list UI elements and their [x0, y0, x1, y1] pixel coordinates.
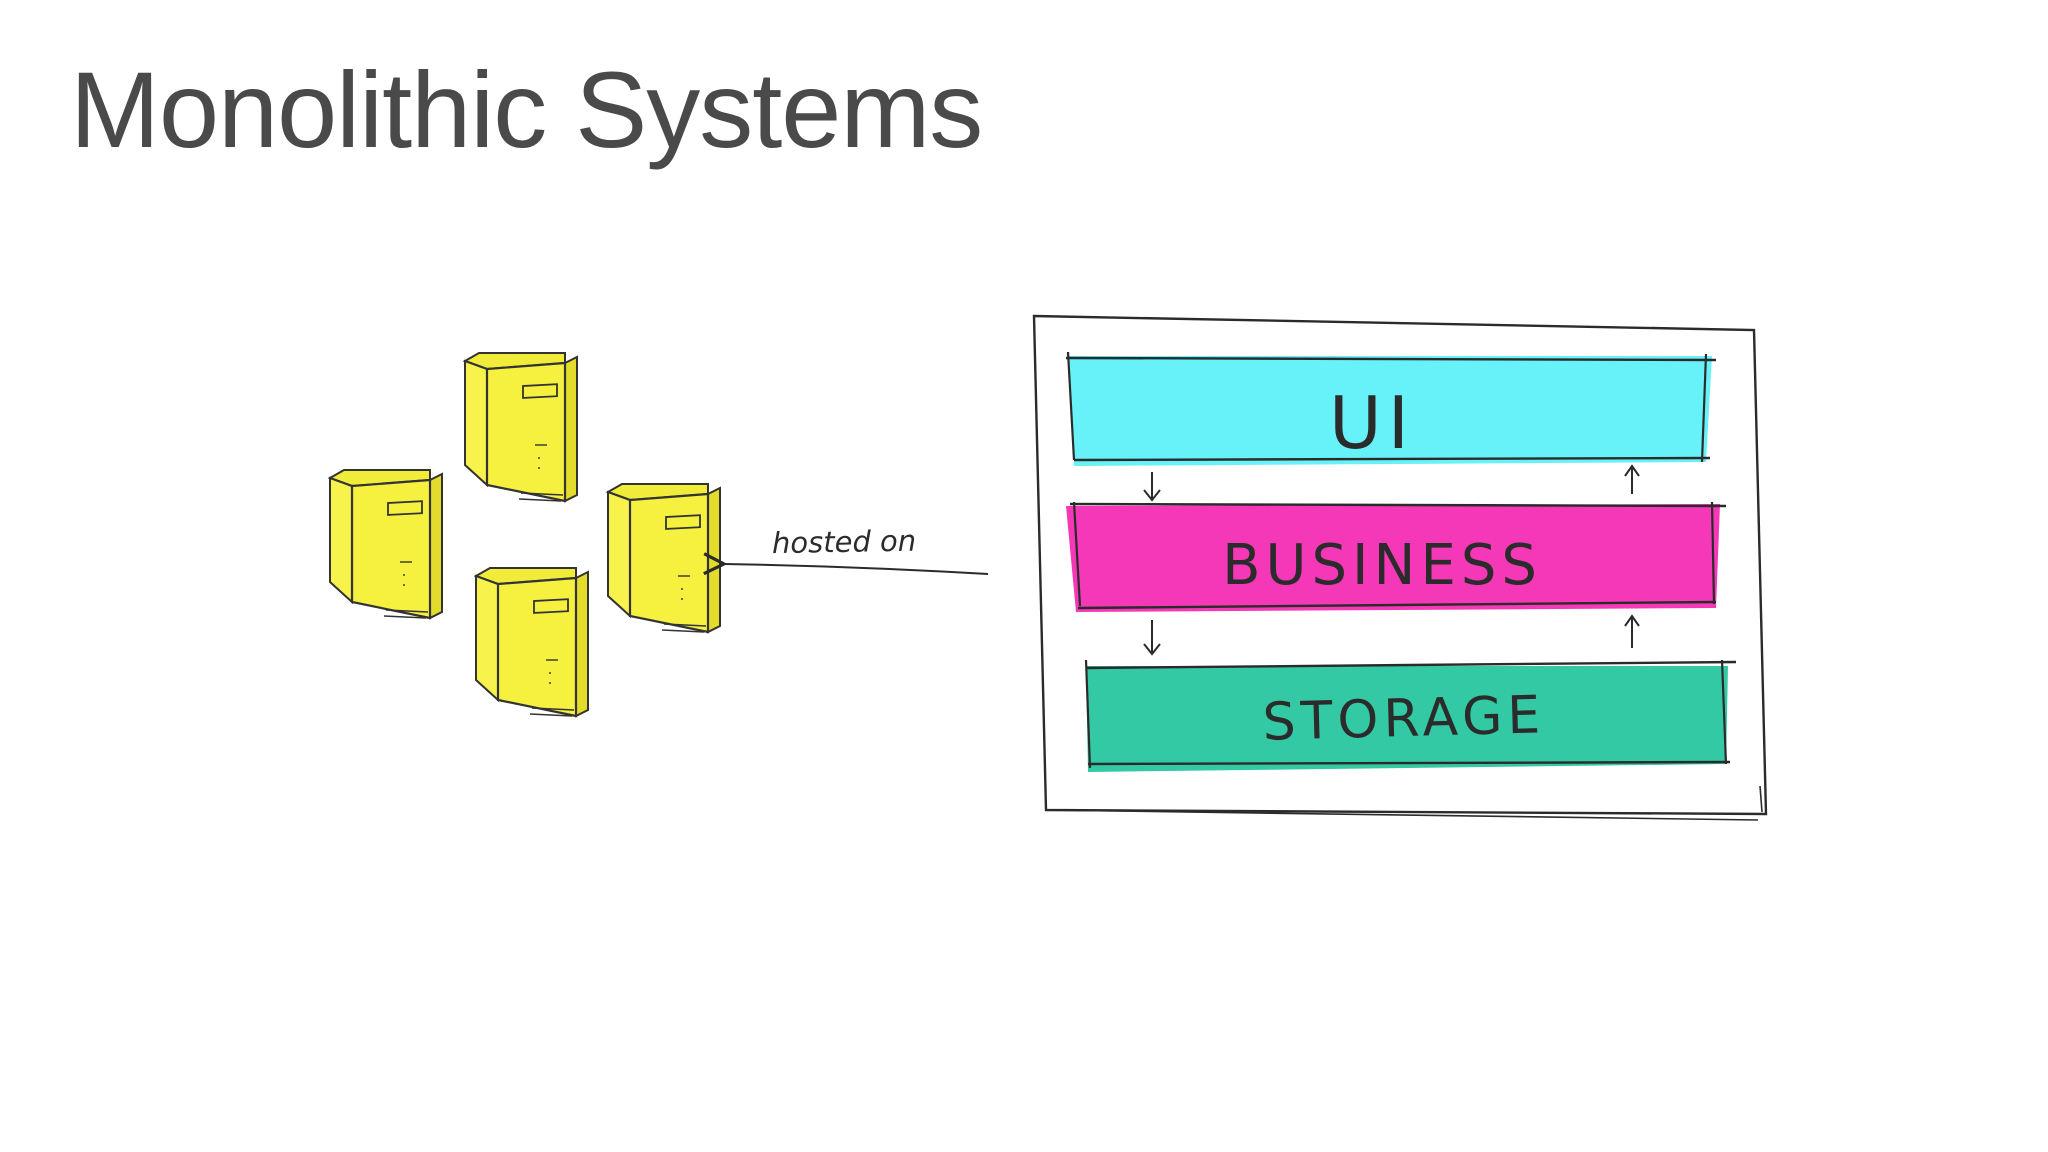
layer-flow-arrows [1143, 464, 1640, 656]
slide-title: Monolithic Systems [70, 49, 983, 170]
server-cluster [327, 352, 721, 718]
hosted-on-connector: hosted on [703, 524, 989, 576]
server-tower-icon [462, 352, 578, 503]
layer-business-label: BUSINESS [1222, 533, 1542, 598]
layer-business: BUSINESS [1066, 501, 1727, 612]
layer-storage-label: STORAGE [1262, 685, 1546, 752]
arrow-left-icon [703, 552, 989, 576]
arrow-down-icon [1143, 620, 1161, 656]
arrow-up-icon [1624, 464, 1640, 494]
monolith-container: UI BUSINESS STORAGE [1032, 314, 1768, 821]
server-tower-icon [473, 567, 589, 718]
connector-label: hosted on [772, 524, 917, 561]
arrow-down-icon [1143, 472, 1161, 502]
layer-ui-label: UI [1329, 381, 1415, 465]
layer-ui: UI [1065, 351, 1717, 466]
server-tower-icon [605, 483, 721, 634]
layer-storage: STORAGE [1084, 659, 1737, 772]
arrow-up-icon [1624, 614, 1640, 648]
server-tower-icon [327, 469, 443, 620]
